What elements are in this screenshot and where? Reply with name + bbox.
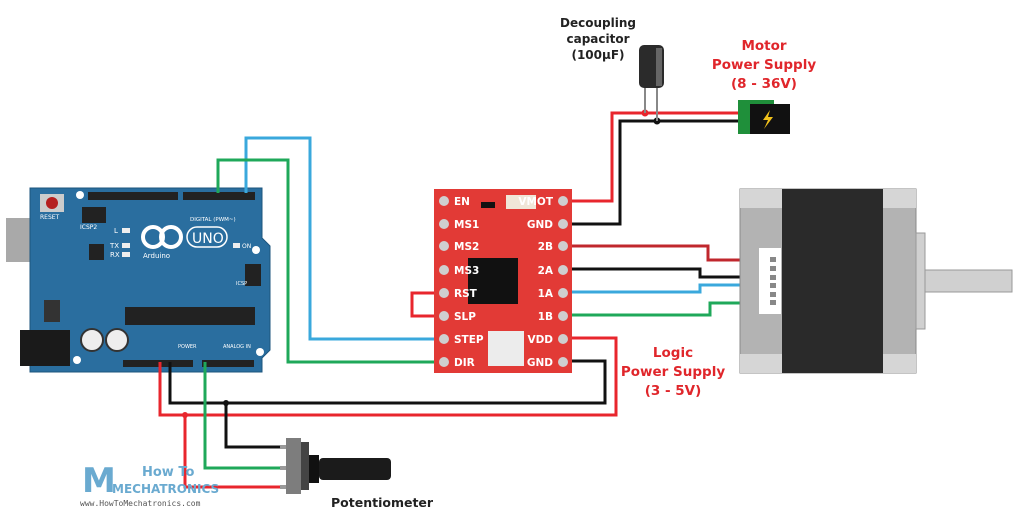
wire-dir bbox=[216, 158, 440, 364]
wire-pot-vcc bbox=[183, 415, 282, 489]
rx-label: RX bbox=[110, 251, 120, 259]
driver-right-pin-label: 2A bbox=[538, 265, 554, 277]
driver-left-pin-hole bbox=[439, 265, 449, 275]
potentiometer-trimmer bbox=[488, 331, 524, 361]
driver-left-pin-hole bbox=[439, 334, 449, 344]
digital-header-2 bbox=[183, 192, 255, 200]
wire-motor-gnd bbox=[566, 119, 742, 226]
driver-right-pin-hole bbox=[558, 219, 568, 229]
power-jack bbox=[20, 330, 70, 366]
power-header bbox=[123, 360, 193, 367]
driver-right-pin-hole bbox=[558, 196, 568, 206]
svg-text:Power Supply: Power Supply bbox=[621, 364, 725, 380]
driver-left-pin-label: SLP bbox=[454, 311, 476, 323]
driver-left-pin-hole bbox=[439, 288, 449, 298]
icsp2-header bbox=[82, 207, 106, 223]
driver-left-pin-hole bbox=[439, 357, 449, 367]
svg-text:(8 - 36V): (8 - 36V) bbox=[731, 76, 797, 92]
svg-text:capacitor: capacitor bbox=[566, 32, 629, 46]
driver-right-pin-label: VDD bbox=[527, 334, 553, 346]
power-label: POWER bbox=[178, 344, 197, 350]
watermark-line2: MECHATRONICS bbox=[112, 482, 219, 496]
driver-left-pin-hole bbox=[439, 196, 449, 206]
driver-left-pin-hole bbox=[439, 311, 449, 321]
model-label: UNO bbox=[192, 231, 224, 247]
wire-vdd bbox=[158, 336, 618, 417]
svg-text:Logic: Logic bbox=[653, 345, 693, 361]
potentiometer-label: Potentiometer bbox=[331, 495, 434, 510]
digital-header-1 bbox=[88, 192, 178, 200]
wire-pot-gnd bbox=[224, 403, 282, 449]
svg-text:M: M bbox=[82, 461, 116, 501]
logic-supply-label: Logic Power Supply (3 - 5V) bbox=[621, 345, 725, 399]
motor-shaft bbox=[924, 269, 1013, 293]
analog-label: ANALOG IN bbox=[223, 344, 251, 350]
driver-right-pin-label: 1A bbox=[538, 288, 554, 300]
svg-text:Power Supply: Power Supply bbox=[712, 57, 816, 73]
analog-header bbox=[202, 360, 254, 367]
motor-supply-label: Motor Power Supply (8 - 36V) bbox=[712, 38, 816, 92]
motor-connector bbox=[759, 248, 781, 314]
watermark-line1: How To bbox=[142, 465, 194, 480]
motor-power-jack bbox=[738, 100, 790, 134]
wire-2a bbox=[566, 267, 772, 279]
driver-right-pin-label: VMOT bbox=[518, 196, 554, 208]
stepper-motor bbox=[739, 188, 1013, 374]
wire-pot-wiper bbox=[203, 362, 282, 470]
on-label: ON bbox=[242, 243, 251, 250]
driver-left-pin-label: MS2 bbox=[454, 241, 479, 253]
lightning-icon bbox=[763, 110, 773, 129]
driver-right-pin-label: GND bbox=[527, 357, 553, 369]
wire-logic-gnd bbox=[168, 359, 607, 405]
svg-text:(3 - 5V): (3 - 5V) bbox=[645, 383, 702, 399]
icsp-label: ICSP bbox=[236, 281, 247, 287]
decoupling-capacitor bbox=[639, 45, 664, 121]
driver-left-pin-hole bbox=[439, 241, 449, 251]
icsp2-label: ICSP2 bbox=[80, 224, 97, 231]
watermark-url: www.HowToMechatronics.com bbox=[80, 499, 201, 508]
driver-right-pin-hole bbox=[558, 311, 568, 321]
driver-left-pin-label: MS1 bbox=[454, 219, 479, 231]
wire-1a bbox=[566, 283, 772, 294]
wire-rst-slp bbox=[410, 291, 440, 318]
svg-text:Motor: Motor bbox=[741, 38, 786, 54]
driver-left-pin-label: EN bbox=[454, 196, 470, 208]
driver-right-pin-hole bbox=[558, 357, 568, 367]
driver-left-pin-label: STEP bbox=[454, 334, 484, 346]
icsp-header bbox=[245, 264, 261, 286]
digital-label: DIGITAL (PWM~) bbox=[190, 217, 236, 223]
driver-left-pin-label: MS3 bbox=[454, 265, 479, 277]
arduino-logo: UNO Arduino bbox=[141, 225, 228, 260]
wire-step bbox=[244, 136, 440, 341]
driver-left-pin-hole bbox=[439, 219, 449, 229]
driver-right-pin-hole bbox=[558, 265, 568, 275]
l-led-label: L bbox=[114, 227, 118, 235]
potentiometer bbox=[280, 438, 391, 494]
tx-label: TX bbox=[109, 242, 119, 250]
driver-chip bbox=[468, 258, 518, 304]
wire-vmot bbox=[566, 111, 742, 203]
brand-label: Arduino bbox=[143, 252, 170, 260]
driver-right-pin-hole bbox=[558, 241, 568, 251]
svg-text:(100µF): (100µF) bbox=[571, 48, 624, 62]
driver-left-pin-label: DIR bbox=[454, 357, 475, 369]
arduino-uno-board: RESET ICSP2 DIGITAL (PWM~) L TX RX UNO A… bbox=[6, 187, 271, 373]
driver-right-pin-label: GND bbox=[527, 219, 553, 231]
svg-text:Decoupling: Decoupling bbox=[560, 16, 636, 30]
capacitor-label: Decoupling capacitor (100µF) bbox=[560, 16, 636, 62]
microcontroller-chip bbox=[125, 307, 255, 325]
driver-left-pin-label: RST bbox=[454, 288, 478, 300]
driver-right-pin-hole bbox=[558, 334, 568, 344]
driver-right-pin-hole bbox=[558, 288, 568, 298]
driver-right-pin-label: 2B bbox=[538, 241, 553, 253]
driver-right-pin-label: 1B bbox=[538, 311, 553, 323]
howtomechatronics-logo: M How To MECHATRONICS www.HowToMechatron… bbox=[80, 461, 219, 508]
reset-label: RESET bbox=[40, 214, 60, 221]
